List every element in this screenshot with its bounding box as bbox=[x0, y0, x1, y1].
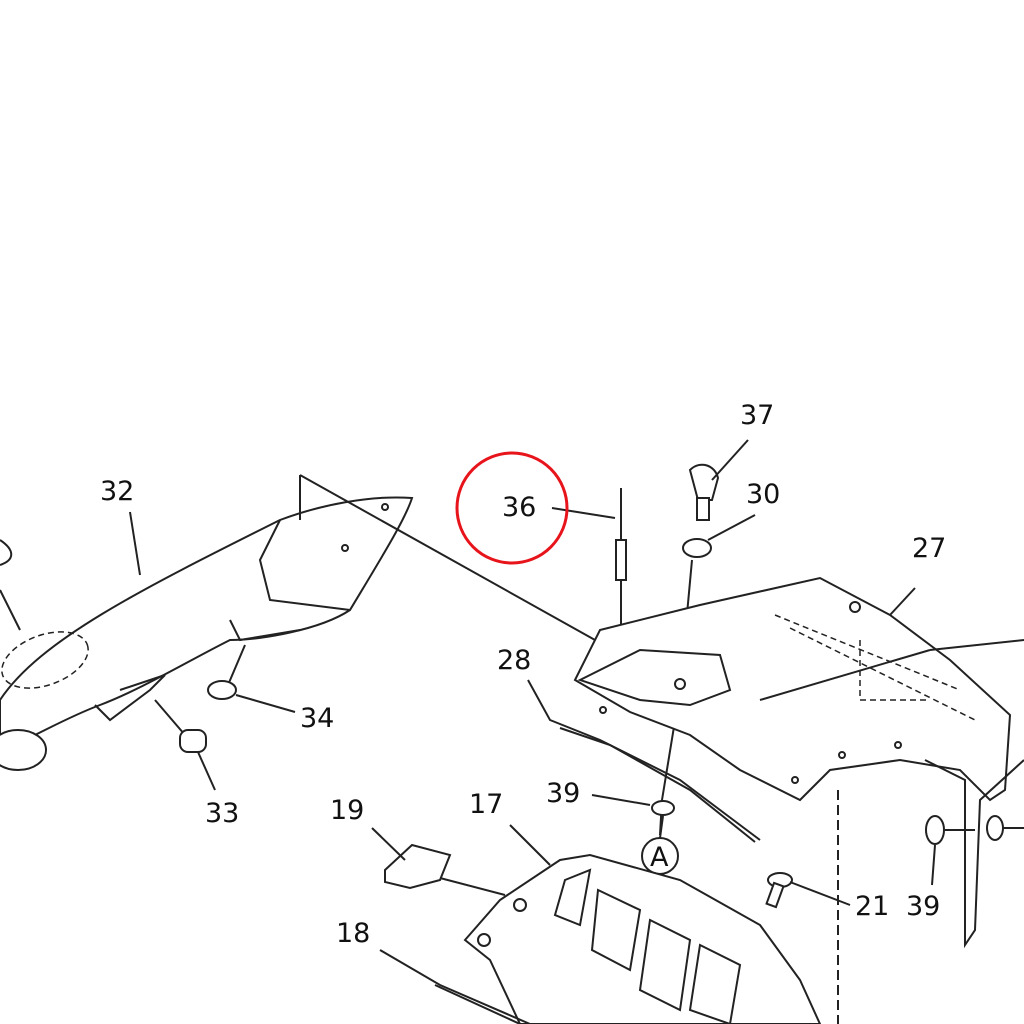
part-32-side-cover bbox=[0, 475, 414, 771]
label-34: 34 bbox=[300, 703, 334, 734]
label-A: A bbox=[650, 842, 669, 873]
part-17-bracket bbox=[463, 824, 822, 1024]
label-39: 39 bbox=[546, 778, 580, 809]
label-28: 28 bbox=[497, 645, 531, 676]
label-30: 30 bbox=[746, 479, 780, 510]
label-37: 37 bbox=[740, 400, 774, 431]
label-21: 21 bbox=[855, 891, 889, 922]
label-18: 18 bbox=[336, 918, 370, 949]
label-39-right: 39 bbox=[906, 891, 940, 922]
label-32: 32 bbox=[100, 476, 134, 507]
part-39-washer-right bbox=[925, 815, 1024, 886]
part-21-screw bbox=[765, 872, 851, 909]
alignment-line bbox=[299, 474, 596, 641]
leader-32 bbox=[129, 511, 141, 576]
part-36-rivet bbox=[551, 488, 627, 640]
part-27-rear-fender bbox=[573, 576, 1024, 1024]
label-33: 33 bbox=[205, 798, 239, 829]
label-36: 36 bbox=[502, 492, 536, 523]
label-27: 27 bbox=[912, 533, 946, 564]
highlight-circle bbox=[455, 451, 569, 565]
part-34-grommet bbox=[207, 644, 296, 713]
label-17: 17 bbox=[469, 789, 503, 820]
part-37-bolt bbox=[688, 439, 749, 521]
part-18-strip bbox=[379, 949, 531, 1024]
part-33-grommet bbox=[154, 699, 216, 791]
label-19: 19 bbox=[330, 795, 364, 826]
part-39-washer bbox=[591, 794, 675, 839]
part-28-seal-strip bbox=[527, 679, 761, 843]
part-19-clip bbox=[371, 827, 506, 896]
